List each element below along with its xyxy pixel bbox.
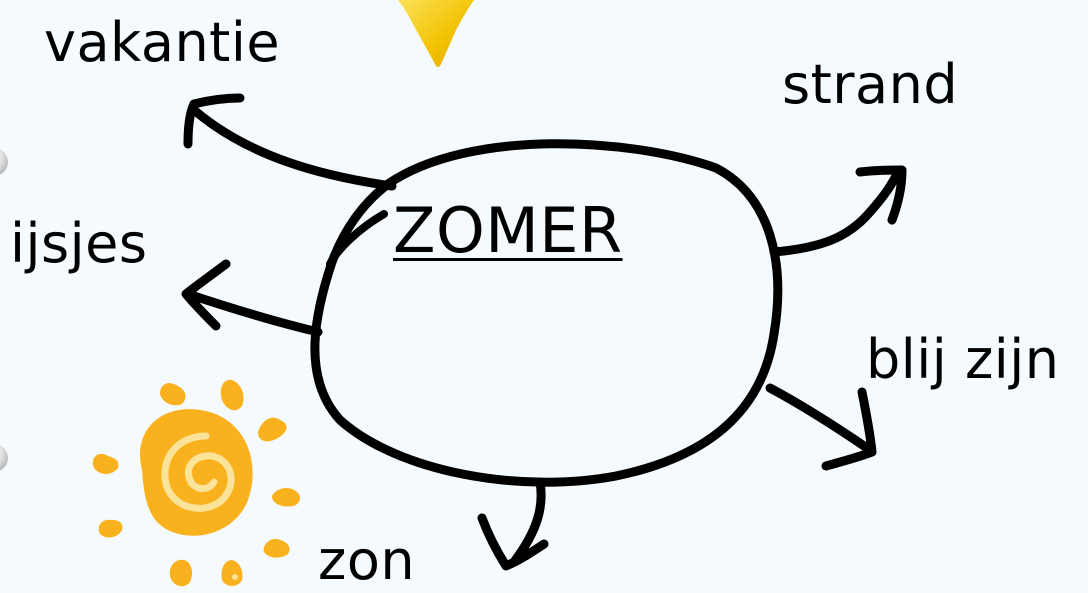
bubble-icon <box>0 149 8 175</box>
branch-label-ijsjes: ijsjes <box>10 212 148 275</box>
arrow-ijsjes <box>181 259 323 337</box>
arrow-vakantie <box>183 93 397 191</box>
arrow-zon <box>477 477 549 571</box>
arrow-blij <box>765 383 877 471</box>
blob-inner-stroke <box>326 210 388 268</box>
yellow-triangle-icon <box>398 0 474 67</box>
branch-label-strand: strand <box>782 53 959 116</box>
branch-label-blij-zijn: blij zijn <box>866 328 1060 391</box>
arrow-strand <box>769 165 907 257</box>
bubble-icon <box>0 445 8 471</box>
branch-label-vakantie: vakantie <box>44 11 281 74</box>
center-title: ZOMER <box>393 194 623 267</box>
sun-icon <box>92 379 300 587</box>
branch-label-zon: zon <box>318 529 416 592</box>
center-blob <box>310 139 783 487</box>
